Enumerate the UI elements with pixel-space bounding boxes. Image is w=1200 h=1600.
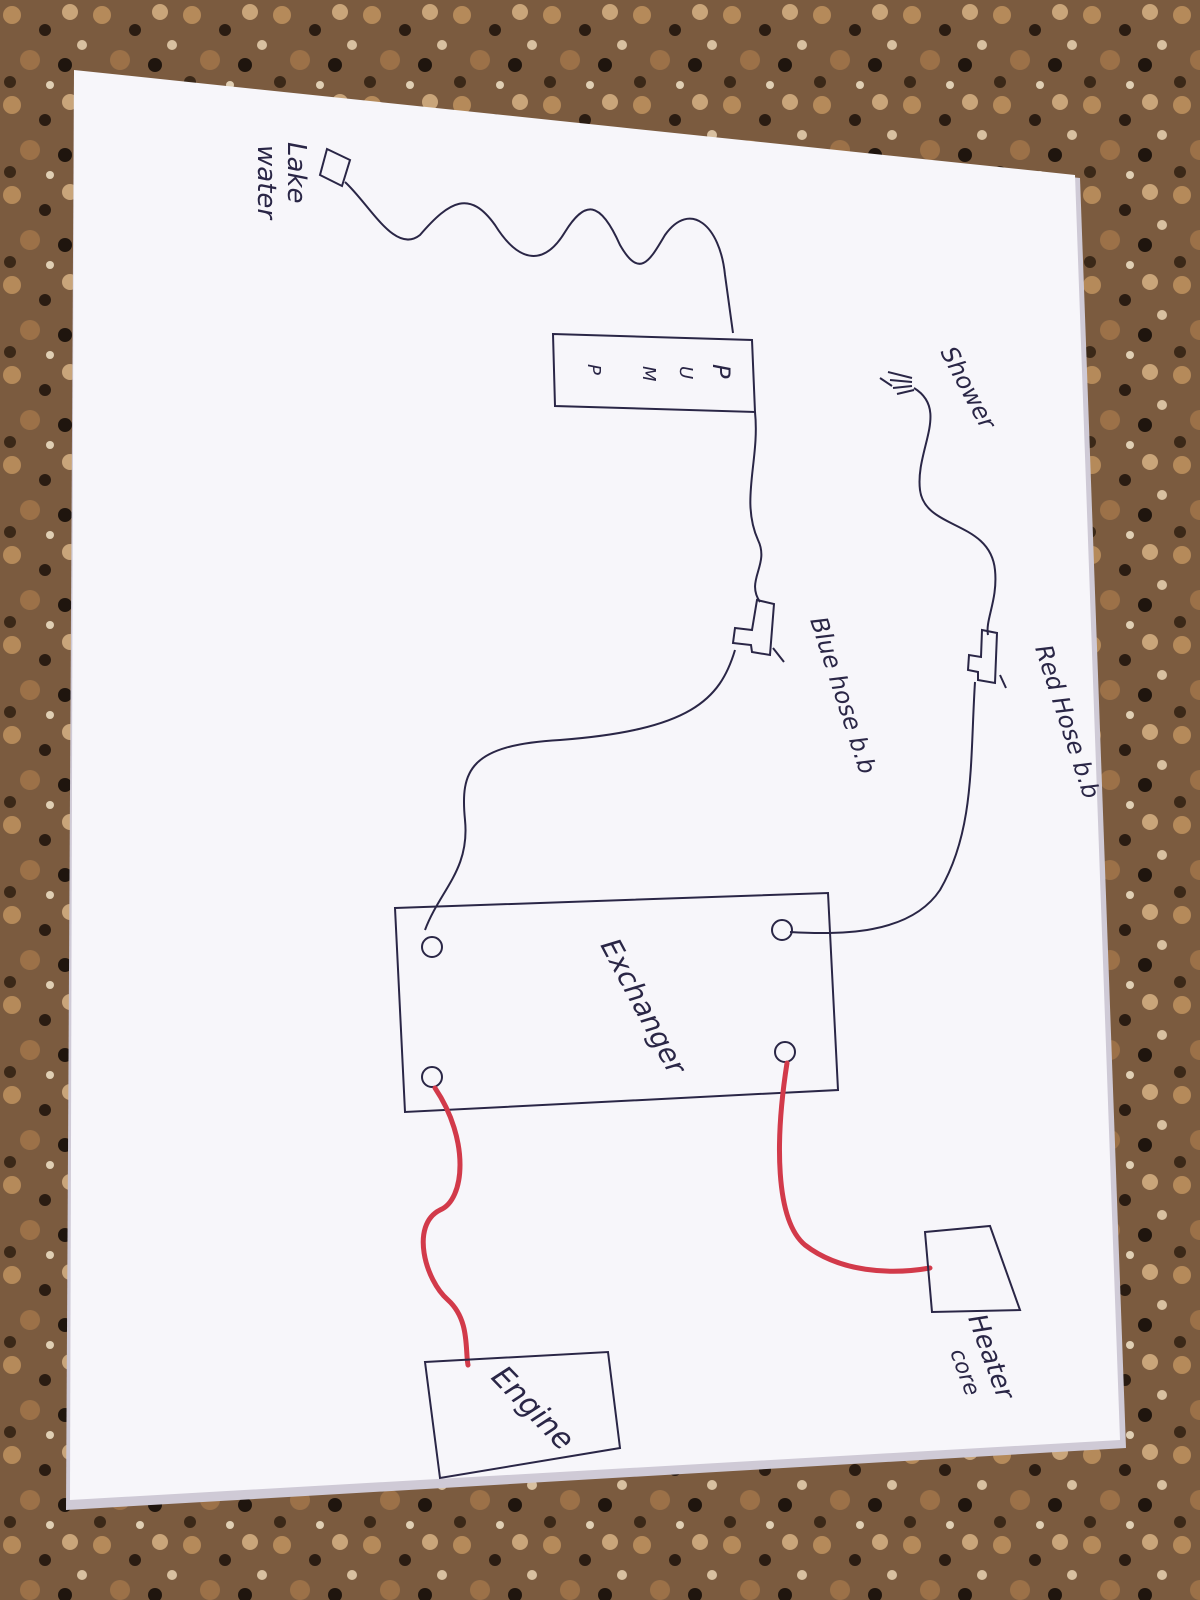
lake-water-label-line1: Lake xyxy=(281,142,311,203)
pipe-lake-to-pump xyxy=(344,181,734,334)
exchanger-box xyxy=(393,891,840,1114)
pipe-shower-to-red-valve xyxy=(913,387,997,636)
coolant-line-exchanger-to-engine xyxy=(420,1085,471,1368)
pump-letter-3: M xyxy=(638,366,659,382)
lake-water-label-line2: water xyxy=(251,145,281,221)
heater-core-box xyxy=(923,1224,1022,1314)
shower-head-icon xyxy=(879,371,915,395)
pump-letter-1: P xyxy=(707,364,735,379)
exchanger-port-top-right xyxy=(771,919,793,941)
pipe-blue-valve-to-exchanger xyxy=(424,649,736,931)
paper-sheet xyxy=(70,70,1120,1500)
pipe-pump-to-blue-valve xyxy=(749,411,763,603)
coolant-line-exchanger-to-heater xyxy=(777,1060,933,1274)
blue-valve-icon xyxy=(731,598,785,663)
red-valve-icon xyxy=(966,628,1007,689)
exchanger-port-top-left xyxy=(421,936,443,958)
lake-water-source: Lake water xyxy=(251,142,352,221)
pump-letter-4: P xyxy=(583,364,604,375)
pipe-red-valve-to-exchanger xyxy=(789,681,976,935)
pump-letter-2: U xyxy=(675,366,696,379)
exchanger-port-bottom-left xyxy=(421,1066,443,1088)
lake-water-intake-icon xyxy=(318,147,352,188)
engine-box xyxy=(423,1350,622,1480)
